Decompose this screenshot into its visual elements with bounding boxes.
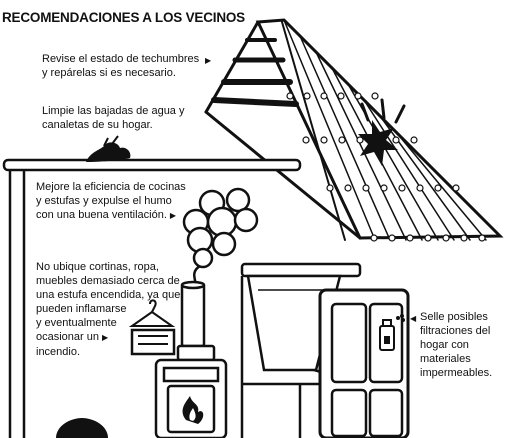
wood-stove-icon	[154, 280, 228, 438]
tip-line: con una buena ventilación.▶	[36, 208, 226, 223]
corrugated-roof-icon	[204, 18, 504, 242]
tip-line: ocasionar un▶	[36, 330, 186, 345]
clothes-hanger-icon	[128, 299, 176, 356]
tip-line: hogar con	[420, 339, 469, 351]
gutter-debris-icon	[86, 135, 131, 162]
tip-line: impermeables.	[420, 367, 493, 379]
sealant-spray-icon	[379, 314, 405, 351]
tip-line: y eventualmente	[36, 317, 117, 329]
tip-line: pueden inflamarse	[36, 303, 127, 315]
tip-line: Mejore la eficiencia de cocinas	[36, 181, 186, 193]
tip-gutter: Limpie las bajadas de agua y canaletas d…	[42, 104, 222, 132]
tip-text: ocasionar un	[36, 331, 99, 343]
tip-line: canaletas de su hogar.	[42, 119, 153, 131]
gutter-icon	[2, 158, 302, 438]
tip-line: Selle posibles	[420, 311, 488, 323]
tip-text: y repárelas si es necesario.	[42, 67, 176, 79]
trash-bag-icon	[56, 418, 108, 438]
arrow-right-icon: ▶	[205, 56, 212, 65]
tip-line: Limpie las bajadas de agua y	[42, 105, 185, 117]
tip-ventilation: Mejore la eficiencia de cocinas y estufa…	[36, 180, 226, 223]
tip-roof: Revise el estado de techumbres y repárel…	[42, 52, 232, 80]
arrow-left-icon: ◀	[410, 314, 417, 323]
tip-line: y estufas y expulse el humo	[36, 195, 172, 207]
tip-curtains: No ubique cortinas, ropa, muebles demasi…	[36, 260, 186, 359]
tip-line: una estufa encendida, ya que	[36, 289, 181, 301]
arrow-right-icon: ▶	[102, 333, 109, 342]
tip-line: Revise el estado de techumbres	[42, 53, 200, 65]
page-title: RECOMENDACIONES A LOS VECINOS	[2, 10, 245, 25]
tip-line: No ubique cortinas, ropa,	[36, 261, 159, 273]
tip-line: filtraciones del	[420, 325, 491, 337]
arrow-right-icon: ▶	[169, 211, 177, 220]
tip-text: con una buena ventilación.	[36, 209, 167, 221]
tip-line: incendio.	[36, 346, 81, 358]
tip-line: materiales	[420, 353, 471, 365]
tip-line: muebles demasiado cerca de	[36, 275, 180, 287]
tip-seal: ◀ Selle posibles filtraciones del hogar …	[410, 310, 506, 380]
tip-line: y repárelas si es necesario.	[42, 66, 232, 80]
